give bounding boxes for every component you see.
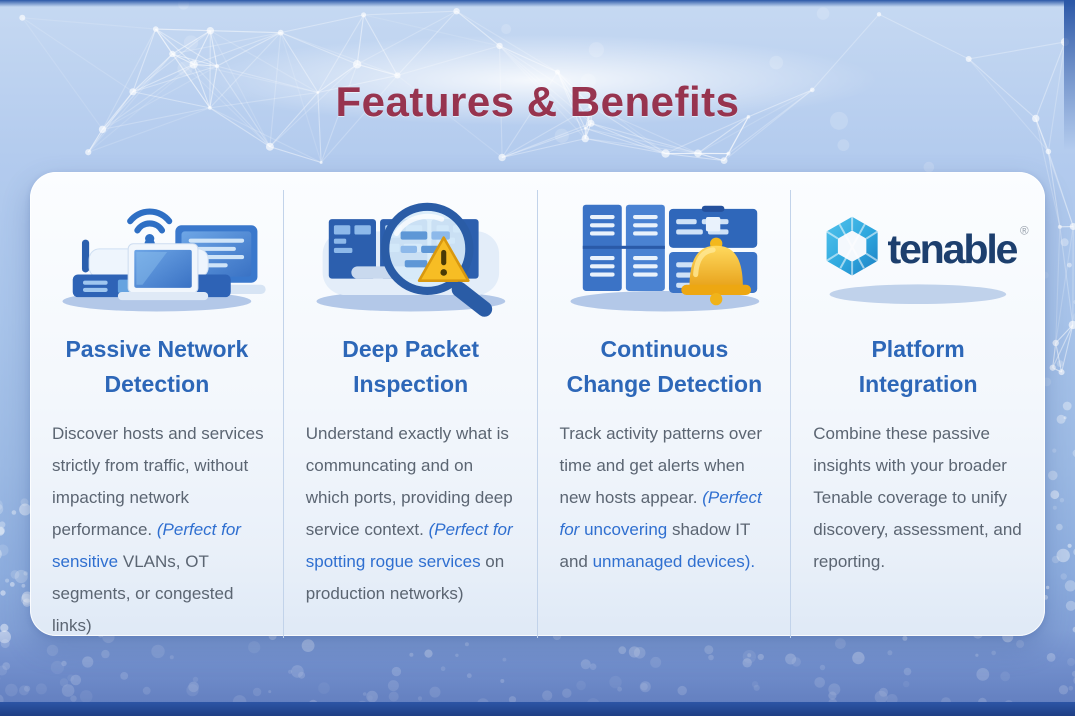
- packet-inspection-magnifier-icon: [316, 202, 506, 317]
- feature-description: Combine these passive insights with your…: [813, 424, 1022, 571]
- features-card: Passive Network Detection Discover hosts…: [30, 172, 1045, 638]
- feature-column-deep-packet-inspection: Deep Packet Inspection Understand exactl…: [284, 172, 538, 656]
- bottom-band: [0, 630, 1075, 716]
- feature-column-platform-integration: tenable ® Platform Integration Combine t…: [791, 172, 1045, 656]
- feature-description: Understand exactly what is communcating …: [305, 424, 513, 603]
- right-edge-strip: [1064, 0, 1075, 150]
- feature-title: Passive Network Detection: [65, 336, 249, 397]
- feature-title: Deep Packet Inspection: [342, 336, 480, 397]
- feature-description: Track activity patterns over time and ge…: [559, 424, 763, 571]
- top-edge-strip: [0, 0, 1075, 7]
- tenable-logo: tenable ®: [826, 216, 1029, 305]
- feature-column-passive-network-detection: Passive Network Detection Discover hosts…: [30, 172, 284, 656]
- feature-column-continuous-change-detection: Continuous Change Detection Track activi…: [538, 172, 792, 656]
- network-devices-icon: [62, 208, 266, 312]
- svg-text:tenable: tenable: [888, 226, 1018, 272]
- feature-title: Platform Integration: [858, 336, 978, 397]
- change-alert-bell-icon: [569, 204, 759, 312]
- feature-description: Discover hosts and services strictly fro…: [52, 424, 264, 635]
- page-title: Features & Benefits: [335, 78, 740, 126]
- feature-title: Continuous Change Detection: [566, 336, 763, 397]
- bottom-edge-strip: [0, 702, 1075, 716]
- title-glow: [193, 34, 882, 126]
- registered-trademark: ®: [1020, 224, 1029, 237]
